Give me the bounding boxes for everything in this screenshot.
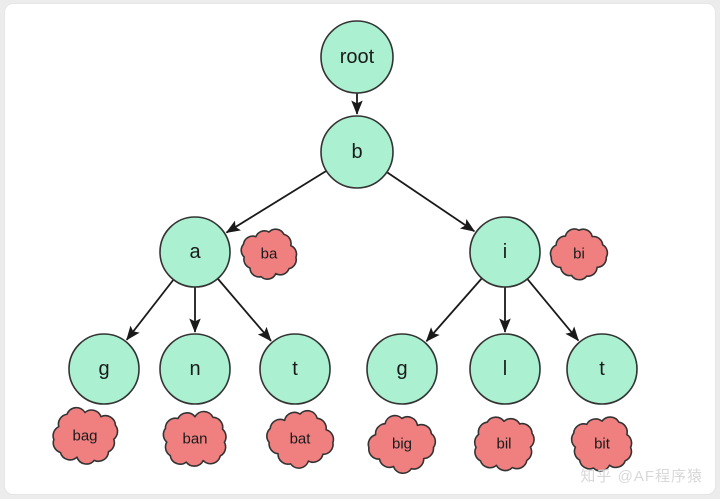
cloud-shape [266,409,335,469]
node-shape [566,333,638,405]
node-shape [159,333,231,405]
word-cloud-big[interactable]: big [367,414,437,475]
tree-node-il[interactable]: l [469,333,541,405]
cloud-shape [162,410,227,467]
edge-i-to-it [526,278,580,342]
node-shape [469,333,541,405]
node-label: a [189,241,201,263]
node-shape [259,333,331,405]
node-label: b [351,141,362,163]
node-label: t [292,358,298,380]
tree-node-i[interactable]: i [469,216,541,288]
tree-node-at[interactable]: t [259,333,331,405]
cloud-shape [367,414,437,475]
word-cloud-bag[interactable]: bag [52,406,119,465]
tree-node-root[interactable]: root [320,20,394,94]
cloud-label: big [392,436,412,453]
node-label: i [503,241,507,263]
node-label: g [396,358,407,380]
node-label: n [189,358,200,380]
tree-node-ag[interactable]: g [68,333,140,405]
clouds-layer: ba bi bag ban bat big bil bit [52,228,633,475]
edge-a-to-ag [126,279,175,341]
node-shape [366,333,438,405]
node-label: g [98,358,109,380]
cloud-label: bat [290,431,312,448]
edge-b-to-i [386,171,476,233]
cloud-shape [570,416,633,472]
cloud-label: bag [72,428,97,445]
edges-layer [126,93,580,342]
watermark-text: 知乎 @AF程序猿 [580,468,703,485]
tree-node-a[interactable]: a [159,216,231,288]
edge-i-to-ig [425,277,483,342]
cloud-shape [52,406,119,465]
node-shape [320,20,394,94]
node-shape [469,216,541,288]
node-shape [68,333,140,405]
node-label: t [599,358,605,380]
node-label: l [503,358,507,380]
word-cloud-bi[interactable]: bi [549,228,609,281]
tree-node-ig[interactable]: g [366,333,438,405]
cloud-shape [240,228,298,280]
word-cloud-bat[interactable]: bat [266,409,335,469]
cloud-label: ban [182,431,207,448]
word-cloud-bit[interactable]: bit [570,416,633,472]
node-shape [159,216,231,288]
cloud-label: bil [496,436,511,453]
word-cloud-bil[interactable]: bil [473,416,535,472]
node-label: root [340,46,375,68]
tree-node-an[interactable]: n [159,333,231,405]
edge-a-to-at [217,278,272,342]
word-cloud-ban[interactable]: ban [162,410,227,467]
edge-b-to-a [225,170,327,234]
node-shape [320,115,394,189]
cloud-shape [473,416,535,472]
tree-node-it[interactable]: t [566,333,638,405]
word-cloud-ba[interactable]: ba [240,228,298,280]
cloud-shape [549,228,609,281]
cloud-label: bit [594,436,611,453]
tree-node-b[interactable]: b [320,115,394,189]
cloud-label: ba [261,246,278,263]
cloud-label: bi [573,246,585,263]
